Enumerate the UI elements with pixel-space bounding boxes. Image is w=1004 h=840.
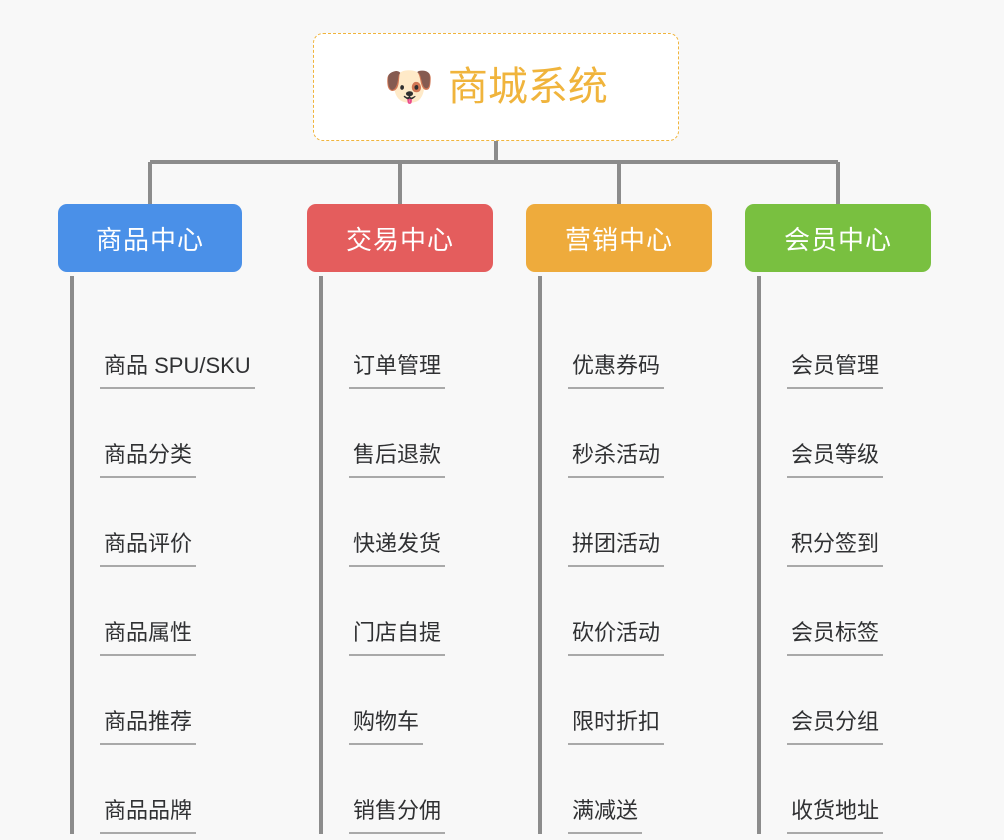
leaf-item-label: 收货地址 xyxy=(787,800,884,834)
leaf-item-label: 售后退款 xyxy=(349,444,446,478)
leaf-item[interactable]: 商品品牌 xyxy=(58,745,255,834)
leaf-item[interactable]: 秒杀活动 xyxy=(526,389,712,478)
leaf-item-label: 砍价活动 xyxy=(568,622,665,656)
leaf-list-product-center: 商品 SPU/SKU 商品分类商品评价商品属性商品推荐商品品牌 xyxy=(58,272,255,834)
leaf-item-label: 商品 SPU/SKU xyxy=(100,355,255,389)
leaf-item[interactable]: 会员等级 xyxy=(745,389,931,478)
leaf-item-label: 商品推荐 xyxy=(100,711,197,745)
leaf-item[interactable]: 商品 SPU/SKU xyxy=(58,300,255,389)
leaf-list-marketing-center: 优惠券码秒杀活动拼团活动砍价活动限时折扣满减送 xyxy=(526,272,712,834)
category-header-member-center[interactable]: 会员中心 xyxy=(745,204,931,272)
leaf-item-label: 商品评价 xyxy=(100,533,197,567)
category-column-member-center: 会员中心会员管理会员等级积分签到会员标签会员分组收货地址 xyxy=(745,204,931,834)
category-header-trade-center[interactable]: 交易中心 xyxy=(307,204,493,272)
leaf-item[interactable]: 快递发货 xyxy=(307,478,493,567)
leaf-item[interactable]: 商品推荐 xyxy=(58,656,255,745)
leaf-item-label: 会员等级 xyxy=(787,444,884,478)
leaf-item[interactable]: 满减送 xyxy=(526,745,712,834)
leaf-item-label: 秒杀活动 xyxy=(568,444,665,478)
leaf-item[interactable]: 优惠券码 xyxy=(526,300,712,389)
leaf-item[interactable]: 会员标签 xyxy=(745,567,931,656)
leaf-item-label: 商品属性 xyxy=(100,622,197,656)
category-column-product-center: 商品中心商品 SPU/SKU 商品分类商品评价商品属性商品推荐商品品牌 xyxy=(58,204,255,834)
leaf-item[interactable]: 限时折扣 xyxy=(526,656,712,745)
leaf-item[interactable]: 收货地址 xyxy=(745,745,931,834)
leaf-item[interactable]: 砍价活动 xyxy=(526,567,712,656)
leaf-item-label: 快递发货 xyxy=(349,533,446,567)
leaf-list-trade-center: 订单管理售后退款快递发货门店自提购物车销售分佣 xyxy=(307,272,493,834)
leaf-item-label: 拼团活动 xyxy=(568,533,665,567)
leaf-item[interactable]: 会员分组 xyxy=(745,656,931,745)
leaf-list-member-center: 会员管理会员等级积分签到会员标签会员分组收货地址 xyxy=(745,272,931,834)
leaf-item-label: 会员分组 xyxy=(787,711,884,745)
leaf-item-label: 销售分佣 xyxy=(349,800,446,834)
leaf-item[interactable]: 会员管理 xyxy=(745,300,931,389)
leaf-item-label: 满减送 xyxy=(568,800,643,834)
leaf-item[interactable]: 订单管理 xyxy=(307,300,493,389)
leaf-item[interactable]: 积分签到 xyxy=(745,478,931,567)
root-title: 商城系统 xyxy=(447,65,608,109)
leaf-item-label: 购物车 xyxy=(349,711,424,745)
leaf-item[interactable]: 拼团活动 xyxy=(526,478,712,567)
category-column-marketing-center: 营销中心优惠券码秒杀活动拼团活动砍价活动限时折扣满减送 xyxy=(526,204,712,834)
leaf-item[interactable]: 购物车 xyxy=(307,656,493,745)
leaf-item-label: 积分签到 xyxy=(787,533,884,567)
root-node[interactable]: 🐶 商城系统 xyxy=(313,33,679,141)
category-header-marketing-center[interactable]: 营销中心 xyxy=(526,204,712,272)
leaf-item[interactable]: 门店自提 xyxy=(307,567,493,656)
leaf-item-label: 商品分类 xyxy=(100,444,197,478)
leaf-item-label: 限时折扣 xyxy=(568,711,665,745)
shiba-dog-face-icon: 🐶 xyxy=(384,65,434,109)
leaf-item[interactable]: 商品评价 xyxy=(58,478,255,567)
category-column-trade-center: 交易中心订单管理售后退款快递发货门店自提购物车销售分佣 xyxy=(307,204,493,834)
leaf-item-label: 商品品牌 xyxy=(100,800,197,834)
leaf-item-label: 会员标签 xyxy=(787,622,884,656)
leaf-item-label: 会员管理 xyxy=(787,355,884,389)
leaf-item-label: 优惠券码 xyxy=(568,355,665,389)
leaf-item[interactable]: 销售分佣 xyxy=(307,745,493,834)
leaf-item-label: 门店自提 xyxy=(349,622,446,656)
leaf-item[interactable]: 售后退款 xyxy=(307,389,493,478)
category-header-product-center[interactable]: 商品中心 xyxy=(58,204,242,272)
leaf-item[interactable]: 商品属性 xyxy=(58,567,255,656)
leaf-item[interactable]: 商品分类 xyxy=(58,389,255,478)
leaf-item-label: 订单管理 xyxy=(349,355,446,389)
